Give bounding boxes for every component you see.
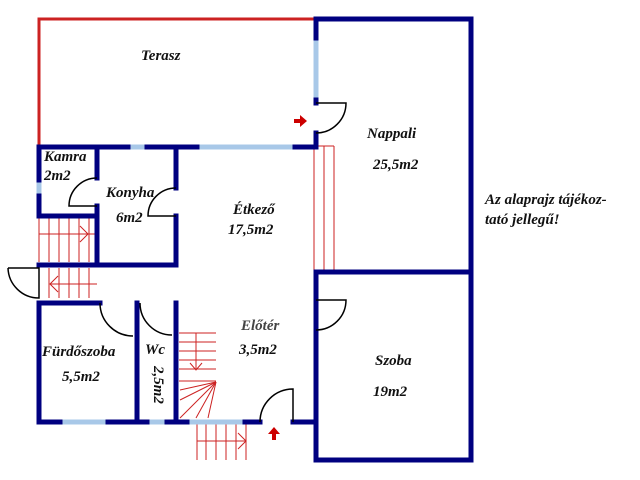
room-area-konyha: 6m2	[116, 210, 143, 226]
room-label-kamra: Kamra	[44, 149, 87, 165]
room-label-szoba: Szoba	[375, 353, 412, 369]
entry-arrows	[268, 115, 307, 440]
room-label-nappali: Nappali	[367, 126, 417, 142]
disclaimer-note: Az alaprajz tájékoz- tató jellegű!	[485, 190, 607, 230]
room-area-nappali: 25,5m2	[373, 157, 419, 173]
terrace-outline	[37, 17, 316, 148]
room-area-kamra: 2m2	[44, 168, 71, 184]
room-area-szoba: 19m2	[373, 384, 408, 400]
door-swings	[7, 102, 347, 423]
room-label-etkezo: Étkező	[233, 202, 275, 218]
room-label-furdoszoba: Fürdőszoba	[42, 344, 116, 360]
main-entry-arrow-icon	[268, 427, 280, 440]
room-label-terasz: Terasz	[141, 48, 181, 64]
room-area-eloter: 3,5m2	[239, 342, 277, 358]
room-area-wc: 2,5m2	[150, 366, 166, 404]
stairs	[38, 145, 335, 460]
room-area-etkezo: 17,5m2	[228, 222, 274, 238]
room-label-konyha: Konyha	[106, 185, 155, 201]
room-label-eloter: Előtér	[241, 318, 280, 334]
room-label-wc: Wc	[145, 342, 165, 358]
terrace-entry-arrow-icon	[294, 115, 307, 127]
disclaimer-line-1: Az alaprajz tájékoz-	[485, 192, 607, 208]
room-area-furdoszoba: 5,5m2	[62, 369, 100, 385]
walls	[36, 16, 474, 463]
disclaimer-line-2: tató jellegű!	[485, 212, 560, 228]
